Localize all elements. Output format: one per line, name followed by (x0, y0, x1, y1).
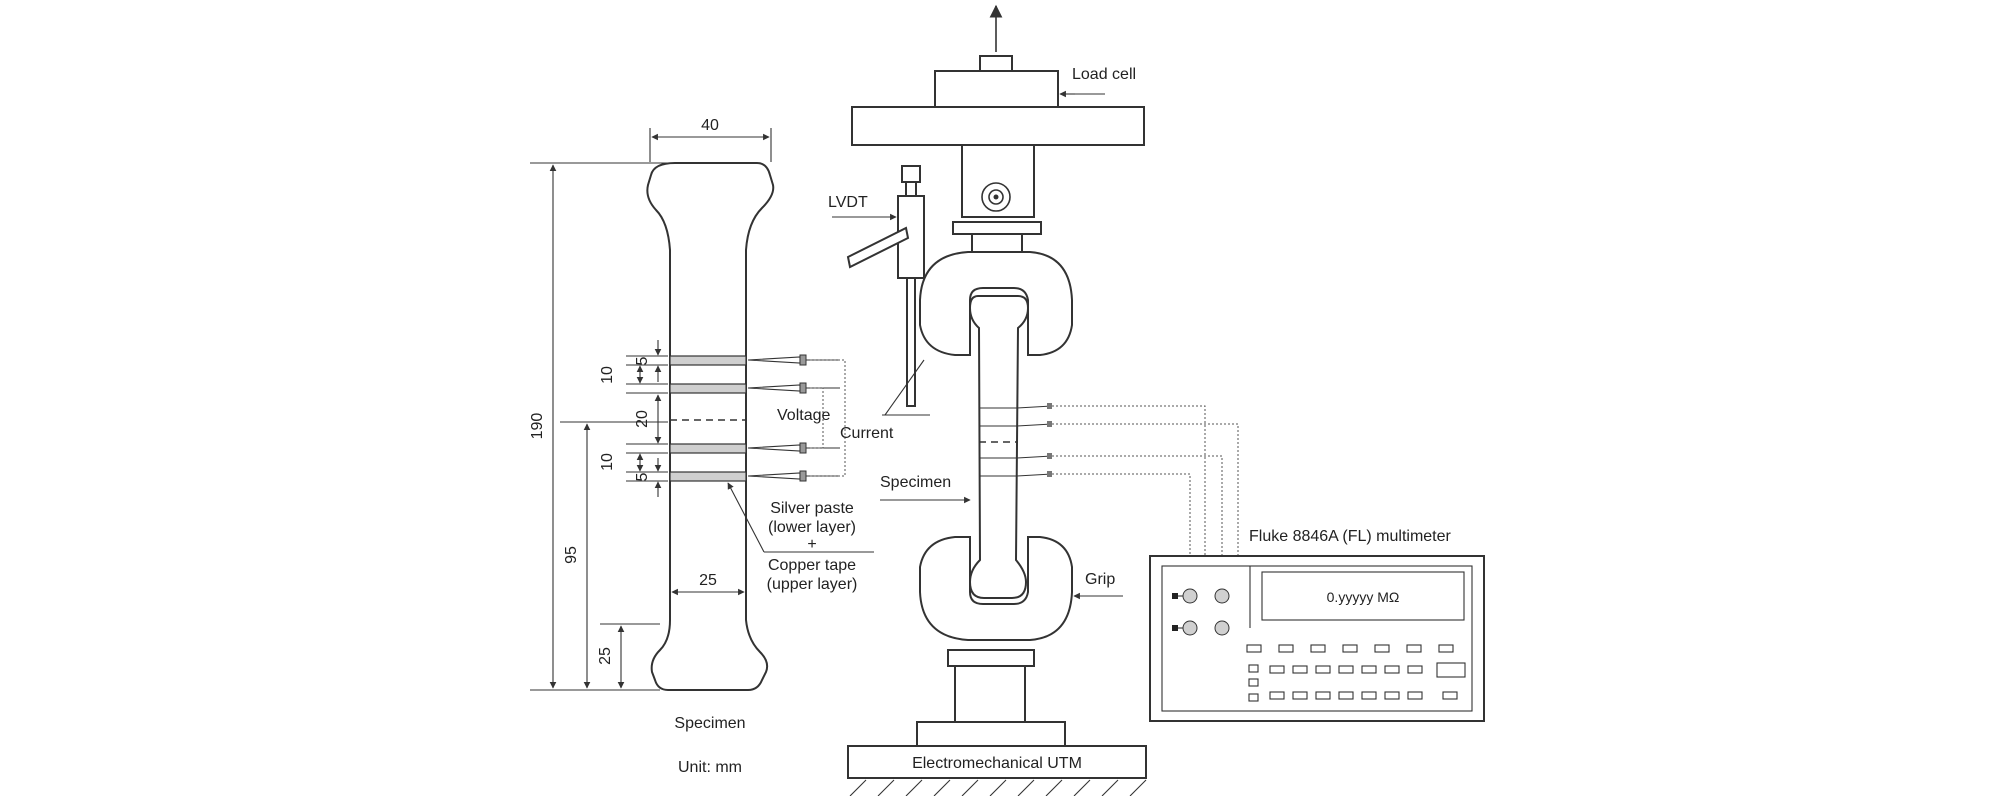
dim-height-grip: 25 (597, 647, 614, 665)
utm-base (847, 745, 1147, 779)
electrode-strip-4 (669, 471, 747, 482)
silver-paste-layer-label: (lower layer) (768, 519, 856, 536)
specimen-arrow-label: Specimen (880, 474, 951, 491)
silver-paste-label: Silver paste (770, 500, 854, 517)
utm-specimen (968, 295, 1030, 599)
specimen-drawing (530, 128, 874, 691)
grip-label: Grip (1085, 571, 1115, 588)
terminal-icon[interactable] (1182, 620, 1198, 636)
load-cell-label: Load cell (1072, 66, 1136, 83)
current-label: Current (840, 425, 894, 442)
ground-hatch (848, 777, 1147, 797)
unit-caption: Unit: mm (678, 759, 742, 776)
dim-10-bottom: 10 (599, 453, 616, 471)
copper-tape-layer-label: (upper layer) (767, 576, 858, 593)
utm-machine (832, 4, 1239, 797)
terminal-icon[interactable] (1214, 620, 1230, 636)
specimen-outline (646, 162, 775, 691)
copper-tape-label: Copper tape (768, 557, 856, 574)
multimeter-label: Fluke 8846A (FL) multimeter (1249, 528, 1452, 545)
terminal-icon[interactable] (1182, 588, 1198, 604)
specimen-caption: Specimen (674, 715, 745, 732)
dim-width-top: 40 (701, 117, 719, 134)
voltage-label: Voltage (777, 407, 830, 424)
multimeter-readout: 0.yyyyy MΩ (1327, 589, 1400, 605)
terminal-icon[interactable] (1214, 588, 1230, 604)
electrode-strip-3 (669, 443, 747, 454)
dim-5-top: 5 (634, 356, 651, 365)
electrode-strip-1 (669, 355, 747, 366)
upper-grip (919, 251, 1073, 356)
dim-height-total: 190 (529, 413, 546, 440)
dim-10-top: 10 (599, 366, 616, 384)
multimeter-display (1261, 571, 1465, 621)
utm-label: Electromechanical UTM (912, 755, 1082, 772)
dim-width-mid: 25 (699, 572, 717, 589)
probe-wires (747, 354, 846, 482)
multimeter-buttons[interactable] (1246, 644, 1466, 702)
plus-label: + (807, 536, 816, 553)
dim-20: 20 (634, 410, 651, 428)
load-cell (934, 70, 1059, 108)
dim-height-half: 95 (563, 546, 580, 564)
multimeter-body (1149, 555, 1485, 722)
multimeter (1149, 555, 1485, 722)
lower-grip (919, 536, 1073, 641)
lvdt-top (901, 165, 921, 183)
crosshead (851, 106, 1145, 146)
lvdt-label: LVDT (828, 194, 868, 211)
dim-5-bottom: 5 (634, 472, 651, 481)
electrode-strip-2 (669, 383, 747, 394)
